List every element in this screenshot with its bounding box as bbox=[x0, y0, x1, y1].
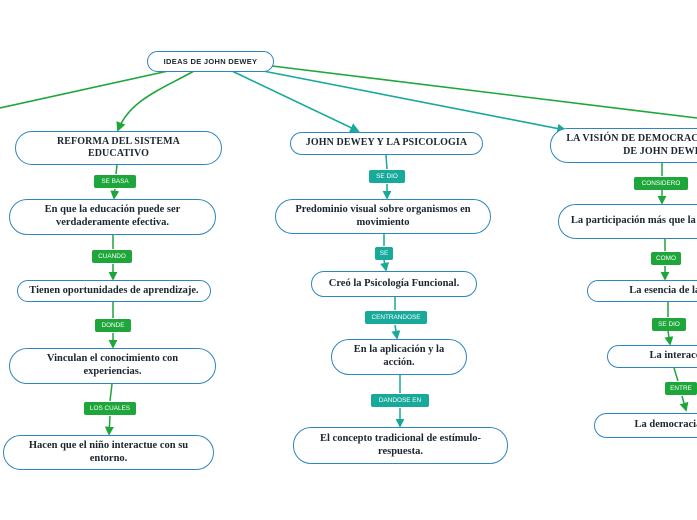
branch-3-connector-2: COMO bbox=[651, 252, 681, 265]
branch-1-connector-3: DONDE bbox=[95, 319, 131, 332]
branch-2-head-text: JOHN DEWEY Y LA PSICOLOGIA bbox=[305, 137, 468, 149]
branch-1-node-2[interactable]: Tienen oportunidades de aprendizaje. bbox=[17, 280, 211, 302]
branch-2-node-1[interactable]: Predominio visual sobre organismos en mo… bbox=[275, 199, 491, 234]
branch-3-connector-4: ENTRE bbox=[665, 382, 697, 395]
branch-3-head-text: LA VISIÓN DE DEMOCRACIA SOCIEDAD DE JOHN… bbox=[566, 133, 697, 157]
branch-2-connector-3: CENTRANDOSE bbox=[365, 311, 427, 324]
branch-1-node-4[interactable]: Hacen que el niño interactue con su ento… bbox=[3, 435, 214, 470]
link-root-branch-3 bbox=[257, 69, 567, 134]
branch-2-connector-1: SE DIO bbox=[369, 170, 405, 183]
branch-1-node-3[interactable]: Vinculan el conocimiento con experiencia… bbox=[9, 348, 216, 384]
link-root-branch-1 bbox=[116, 70, 195, 132]
link-root-left-offscreen bbox=[0, 70, 169, 109]
root-node[interactable]: IDEAS DE JOHN DEWEY bbox=[147, 51, 274, 72]
branch-2-node-4[interactable]: El concepto tradicional de estímulo-resp… bbox=[293, 427, 508, 464]
branch-3-node-2[interactable]: La interacción La esencia de la democrac… bbox=[587, 280, 697, 302]
root-node-text: IDEAS DE JOHN DEWEY bbox=[163, 56, 258, 66]
branch-1-connector-4: LOS CUALES bbox=[84, 402, 136, 415]
branch-3-node-1[interactable]: La participación más que la representaci… bbox=[558, 204, 697, 239]
branch-3-node-3[interactable]: La interacción bbox=[607, 345, 697, 368]
branch-2-node-3[interactable]: En la aplicación y la acción. bbox=[331, 339, 467, 375]
branch-2-connector-2: SE bbox=[375, 247, 393, 260]
branch-1-connector-2: CUANDO bbox=[92, 250, 132, 263]
branch-1-head-text: REFORMA DEL SISTEMA EDUCATIVO bbox=[56, 135, 181, 159]
branch-2-node-2[interactable]: Creó la Psicología Funcional. bbox=[311, 271, 477, 297]
branch-2-connector-4: DANDOSE EN bbox=[371, 394, 429, 407]
branch-2-head[interactable]: JOHN DEWEY Y LA PSICOLOGIA bbox=[290, 132, 483, 155]
branch-3-connector-1: CONSIDERO bbox=[634, 177, 688, 190]
link-root-right-offscreen bbox=[271, 65, 697, 119]
branch-3-head[interactable]: LA VISIÓN DE DEMOCRACIA SOCIEDAD DE JOHN… bbox=[550, 128, 697, 163]
link-root-branch-2 bbox=[231, 70, 360, 133]
branch-3-node-4[interactable]: La democracia y el medio bbox=[594, 413, 697, 438]
branch-1-head[interactable]: REFORMA DEL SISTEMA EDUCATIVO bbox=[15, 131, 222, 165]
branch-1-node-1[interactable]: En que la educación puede ser verdaderam… bbox=[9, 199, 216, 235]
branch-1-connector-1: SE BASA bbox=[94, 175, 136, 188]
branch-3-connector-3: SE DIO bbox=[652, 318, 686, 331]
